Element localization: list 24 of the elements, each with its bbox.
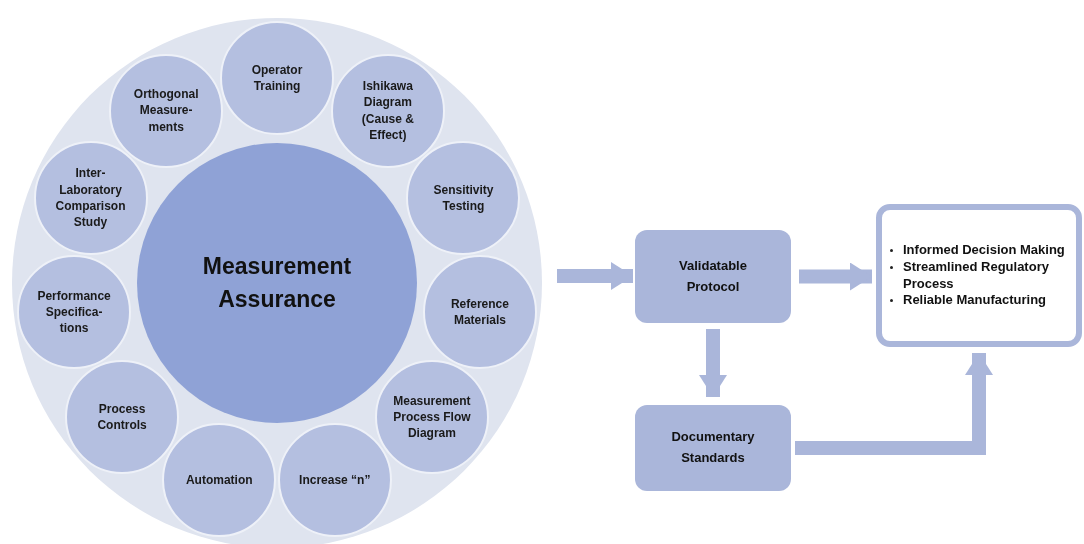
outcome-item: Reliable Manufacturing [903,292,1047,310]
topic-label: Ishikawa Diagram (Cause & Effect) [360,78,415,143]
hub-title: Measurement Assurance [201,251,353,314]
process-label: Validatable Protocol [678,256,748,296]
topic-label: Increase “n” [298,471,372,488]
outcome-box [876,204,1082,347]
topic-label: Automation [184,471,254,488]
block-arrow [557,262,633,290]
block-arrow [795,353,993,455]
block-arrow [699,329,727,397]
process-label: Documentary Standards [670,428,756,467]
process-box [635,405,791,491]
topic-label: Measurement Process Flow Diagram [392,392,472,442]
process-box [635,230,791,323]
topic-label: Performance Specifica- tions [36,287,112,337]
topic-label: Inter- Laboratory Comparison Study [54,165,127,231]
topic-label: Sensitivity Testing [432,181,495,214]
topic-label: Reference Materials [449,296,510,329]
block-arrow [799,262,872,291]
outcome-item: Informed Decision Making [903,241,1065,259]
topic-label: Orthogonal Measure- ments [132,86,200,135]
topic-label: Operator Training [250,61,304,95]
outcome-item: Streamlined Regulatory Process [903,258,1050,293]
topic-label: Process Controls [96,401,148,434]
